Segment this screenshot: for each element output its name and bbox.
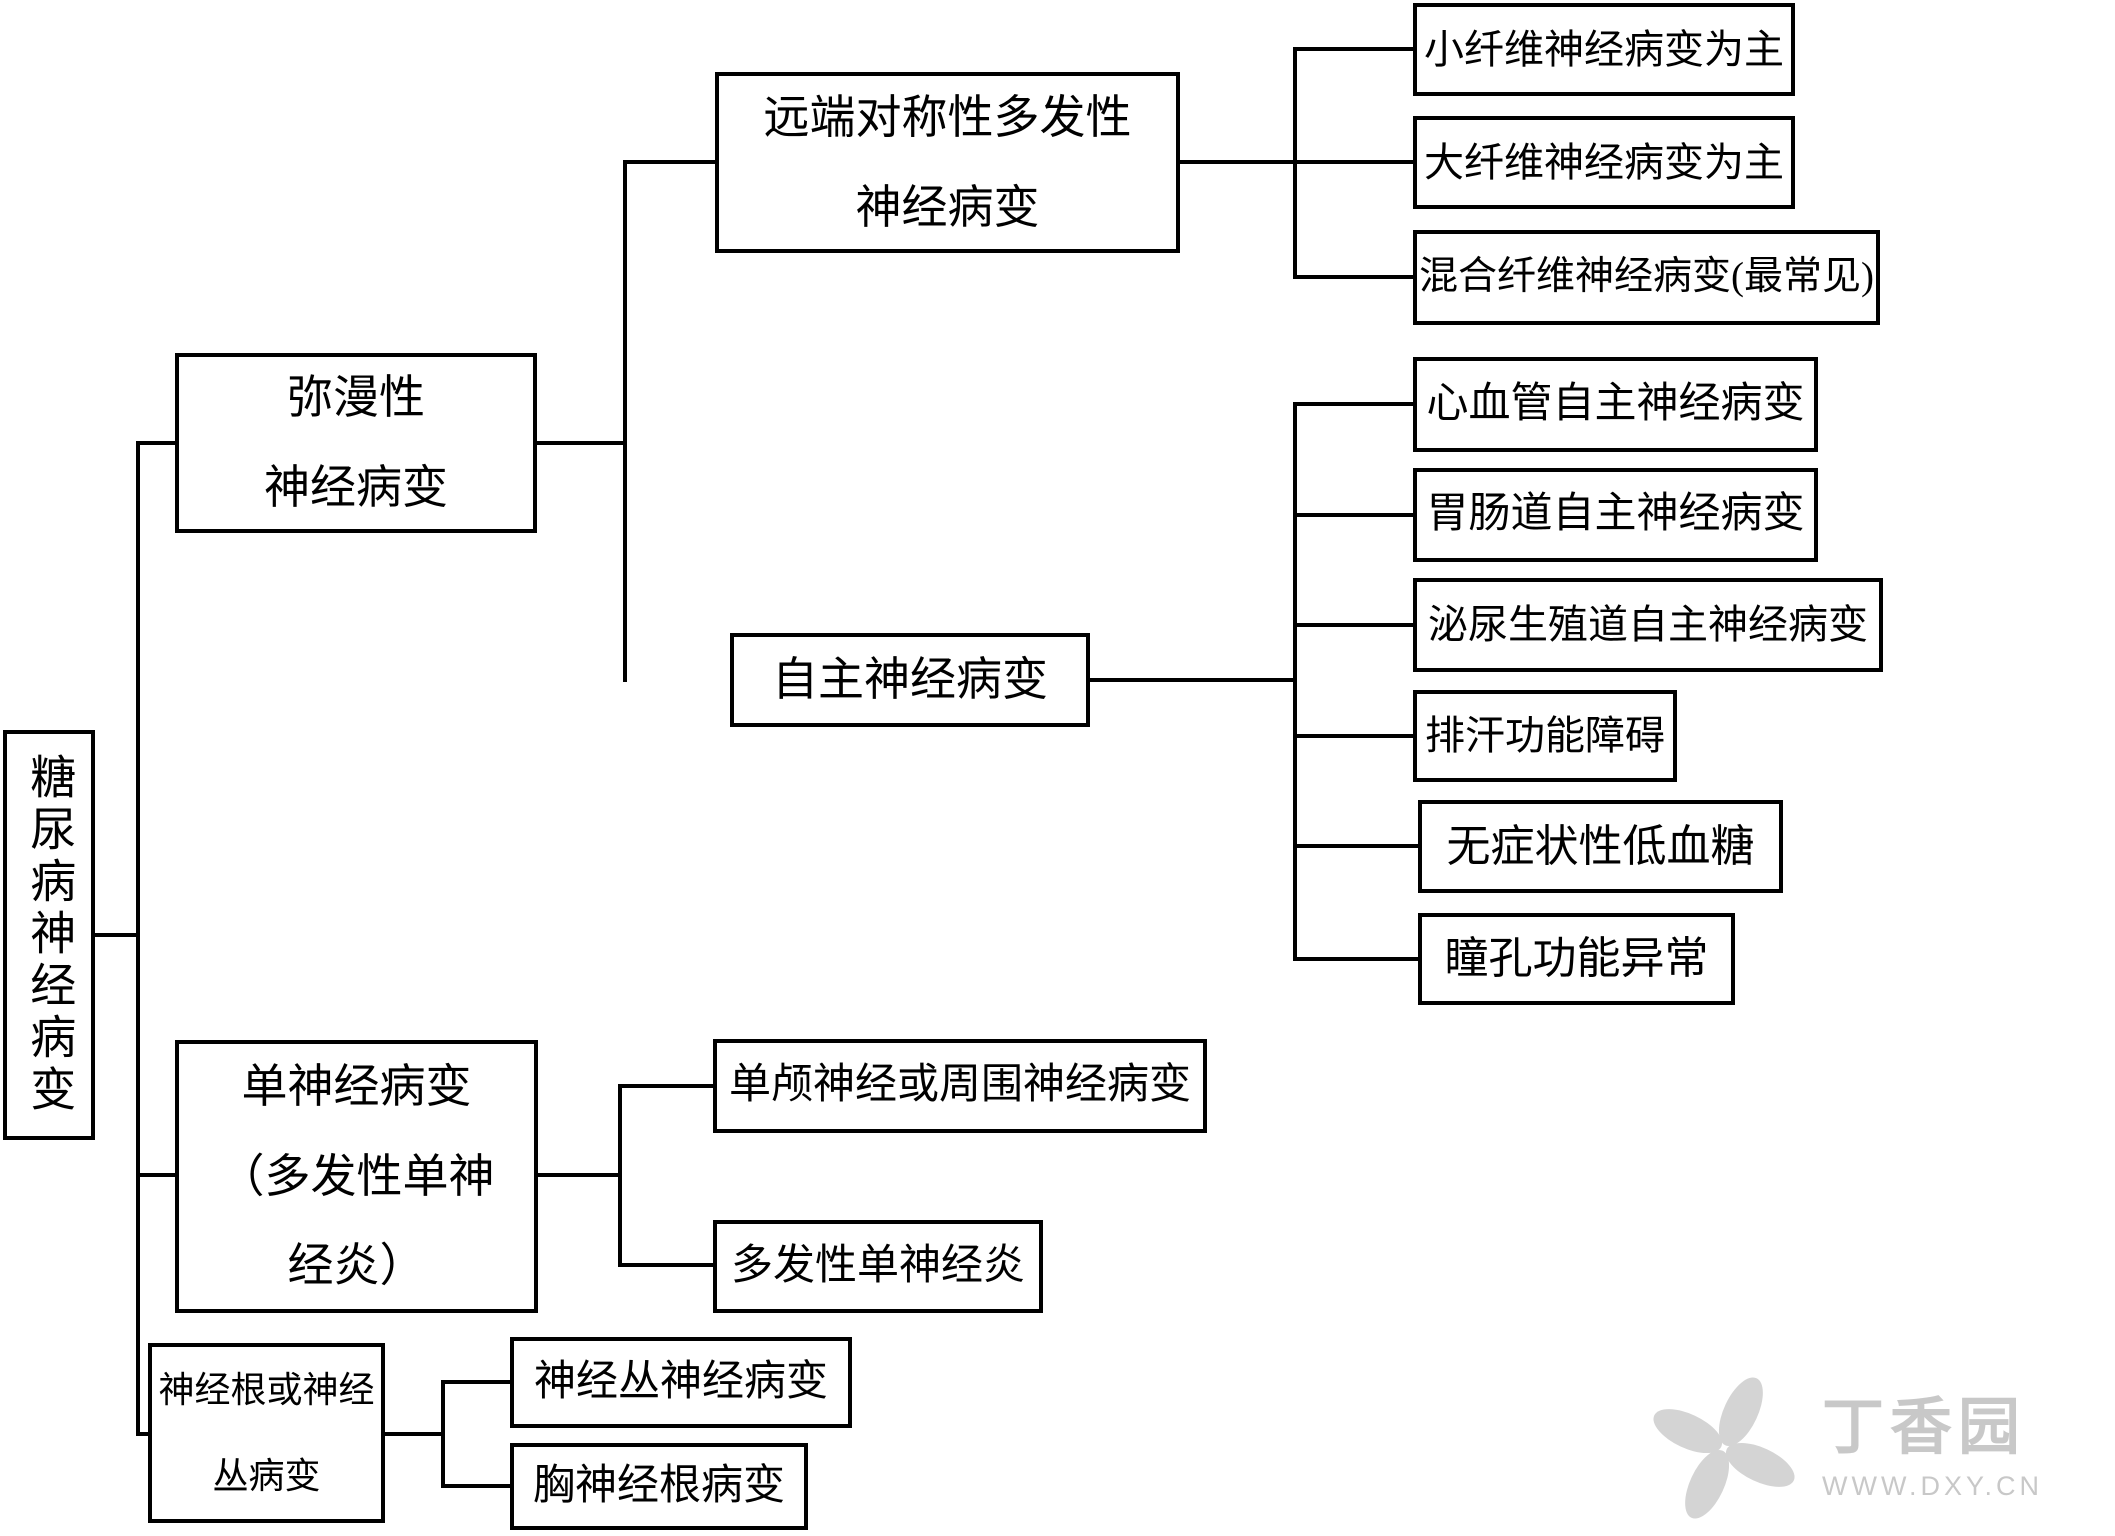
- node-diabetic-neuropathy: 糖尿病神经病变: [3, 730, 95, 1140]
- connector-line: [1293, 47, 1297, 279]
- connector-line: [623, 160, 717, 164]
- dxy-flower-icon: [1642, 1368, 1802, 1528]
- connector-line: [1090, 678, 1297, 682]
- connector-line: [538, 1173, 622, 1177]
- connector-line: [1293, 402, 1297, 961]
- connector-line: [136, 441, 140, 1436]
- watermark-site: WWW.DXY.CN: [1822, 1470, 2043, 1501]
- connector-line: [441, 1380, 445, 1488]
- connector-line: [1293, 623, 1415, 627]
- node-asymptomatic-hypoglycemia: 无症状性低血糖: [1418, 800, 1783, 893]
- node-diffuse-neuropathy: 弥漫性 神经病变: [175, 353, 537, 533]
- node-mixed-fiber: 混合纤维神经病变(最常见): [1413, 230, 1880, 325]
- connector-line: [136, 1173, 177, 1177]
- connector-line: [618, 1084, 622, 1267]
- connector-line: [136, 441, 177, 445]
- node-sweating-dysfunction: 排汗功能障碍: [1413, 690, 1677, 782]
- node-gastrointestinal-autonomic: 胃肠道自主神经病变: [1413, 468, 1818, 562]
- watermark-text: 丁香园 WWW.DXY.CN: [1822, 1394, 2043, 1501]
- connector-line: [136, 1432, 150, 1436]
- node-genitourinary-autonomic: 泌尿生殖道自主神经病变: [1413, 578, 1883, 672]
- connector-line: [441, 1484, 512, 1488]
- connector-line: [95, 933, 140, 937]
- node-thoracic-radiculopathy: 胸神经根病变: [510, 1443, 808, 1530]
- node-autonomic-neuropathy: 自主神经病变: [730, 633, 1090, 727]
- connector-line: [1293, 844, 1420, 848]
- connector-line: [441, 1380, 512, 1384]
- connector-line: [1293, 957, 1420, 961]
- node-cardiovascular-autonomic: 心血管自主神经病变: [1413, 357, 1818, 452]
- connector-line: [1293, 734, 1415, 738]
- node-small-fiber: 小纤维神经病变为主: [1413, 3, 1795, 96]
- node-mononeuritis-multiplex: 多发性单神经炎: [713, 1220, 1043, 1313]
- connector-line: [1293, 513, 1415, 517]
- connector-line: [618, 1084, 715, 1088]
- node-mononeuropathy: 单神经病变 （多发性单神 经炎）: [175, 1040, 538, 1313]
- connector-line: [1293, 275, 1415, 279]
- watermark: 丁香园 WWW.DXY.CN: [1642, 1368, 2043, 1528]
- connector-line: [618, 1263, 715, 1267]
- node-distal-symmetric-polyneuropathy: 远端对称性多发性 神经病变: [715, 72, 1180, 253]
- node-cranial-or-peripheral: 单颅神经或周围神经病变: [713, 1039, 1207, 1133]
- node-large-fiber: 大纤维神经病变为主: [1413, 116, 1795, 209]
- connector-line: [1293, 402, 1415, 406]
- connector-line: [623, 160, 627, 682]
- connector-line: [1293, 47, 1415, 51]
- node-radiculopathy-plexopathy: 神经根或神经 丛病变: [148, 1343, 385, 1523]
- connector-line: [385, 1432, 445, 1436]
- connector-line: [537, 441, 627, 445]
- connector-line: [1180, 160, 1415, 164]
- node-pupil-dysfunction: 瞳孔功能异常: [1418, 913, 1735, 1005]
- node-plexus-neuropathy: 神经丛神经病变: [510, 1337, 852, 1428]
- watermark-brand: 丁香园: [1822, 1394, 2027, 1463]
